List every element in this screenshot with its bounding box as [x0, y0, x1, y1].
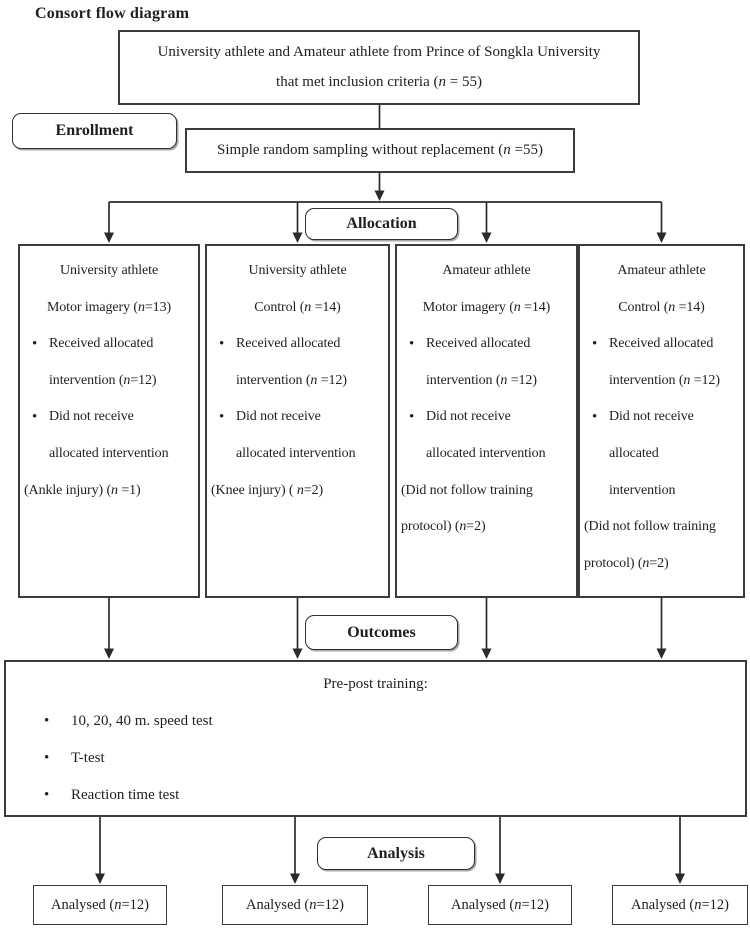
column-line: Received allocated	[20, 326, 198, 363]
eligibility-line-1: University athlete and Amateur athlete f…	[157, 44, 601, 61]
column-line: (Did not follow training	[401, 482, 533, 498]
arrow-down-icon	[290, 873, 300, 884]
column-line: Received allocated	[397, 326, 576, 363]
arrow-down-icon	[495, 873, 505, 884]
eligibility-line-2: that met inclusion criteria (n = 55)	[276, 73, 482, 90]
column-line: allocated intervention	[49, 445, 169, 461]
arrow-down-icon	[656, 232, 667, 243]
column-line: Control (n =14)	[618, 299, 705, 315]
enrollment-stage-label: Enrollment	[12, 113, 177, 149]
column-line: Control (n =14)	[254, 299, 341, 315]
column-line: allocated	[609, 445, 659, 461]
column-line: allocated intervention	[426, 445, 546, 461]
analysed-box-3: Analysed (n=12)	[428, 885, 572, 925]
column-line: (Knee injury) ( n=2)	[211, 482, 324, 498]
arrow-down-icon	[675, 873, 685, 884]
column-line: University athlete	[59, 263, 159, 278]
arrow-down-icon	[374, 190, 385, 201]
column-line: intervention (n =12)	[609, 372, 720, 388]
eligibility-box: University athlete and Amateur athlete f…	[118, 30, 640, 105]
analysis-stage-label-text: Analysis	[367, 844, 425, 862]
arrow-down-icon	[292, 232, 303, 243]
column-line: Amateur athlete	[617, 263, 706, 278]
outcomes-stage-label: Outcomes	[305, 615, 458, 650]
pre-post-training-title: Pre-post training:	[323, 676, 428, 692]
column-line: University athlete	[248, 263, 347, 278]
outcomes-stage-label-text: Outcomes	[347, 623, 416, 641]
arrow-down-icon	[656, 648, 667, 659]
column-line: Did not receive	[397, 399, 576, 436]
page-title: Consort flow diagram	[35, 5, 190, 22]
column-line: Received allocated	[207, 326, 388, 363]
enrollment-stage-label-text: Enrollment	[55, 122, 134, 139]
pre-post-test-item: Reaction time test	[6, 777, 745, 814]
arrow-down-icon	[104, 648, 114, 659]
allocation-stage-label-text: Allocation	[346, 215, 417, 232]
arrow-down-icon	[104, 232, 114, 243]
pre-post-training-tests: 10, 20, 40 m. speed testT-testReaction t…	[6, 703, 745, 814]
analysed-box-2: Analysed (n=12)	[222, 885, 368, 925]
column-line: Amateur athlete	[442, 263, 531, 278]
column-line: (Did not follow training	[584, 519, 716, 535]
column-line: intervention (n =12)	[236, 372, 347, 388]
arrow-down-icon	[95, 873, 105, 884]
column-line: protocol) (n=2)	[584, 555, 669, 571]
column-line: Did not receive	[207, 399, 388, 436]
column-line: Motor imagery (n=13)	[46, 299, 172, 315]
column-line: intervention (n=12)	[49, 372, 157, 388]
pre-post-test-item: T-test	[6, 740, 745, 777]
column-line: intervention (n =12)	[426, 372, 537, 388]
analysed-box-1: Analysed (n=12)	[33, 885, 167, 925]
analysis-stage-label: Analysis	[317, 837, 475, 870]
random-sampling-box: Simple random sampling without replaceme…	[185, 128, 575, 173]
arrow-down-icon	[481, 648, 492, 659]
column-line: Did not receive	[20, 399, 198, 436]
pre-post-training-box: Pre-post training: 10, 20, 40 m. speed t…	[4, 660, 747, 817]
random-sampling-text: Simple random sampling without replaceme…	[217, 142, 543, 158]
column-line: allocated intervention	[236, 445, 356, 461]
arrow-down-icon	[481, 232, 492, 243]
allocation-stage-label: Allocation	[305, 208, 458, 240]
column-line: Motor imagery (n =14)	[422, 299, 551, 315]
column-line: protocol) (n=2)	[401, 519, 486, 535]
column-line: intervention	[609, 482, 676, 498]
column-line: (Ankle injury) (n =1)	[24, 482, 141, 498]
column-line: Received allocated	[580, 326, 743, 363]
pre-post-test-item: 10, 20, 40 m. speed test	[6, 703, 745, 740]
column-line: Did not receive	[580, 399, 743, 436]
analysed-box-4: Analysed (n=12)	[612, 885, 748, 925]
arrow-down-icon	[292, 648, 303, 659]
